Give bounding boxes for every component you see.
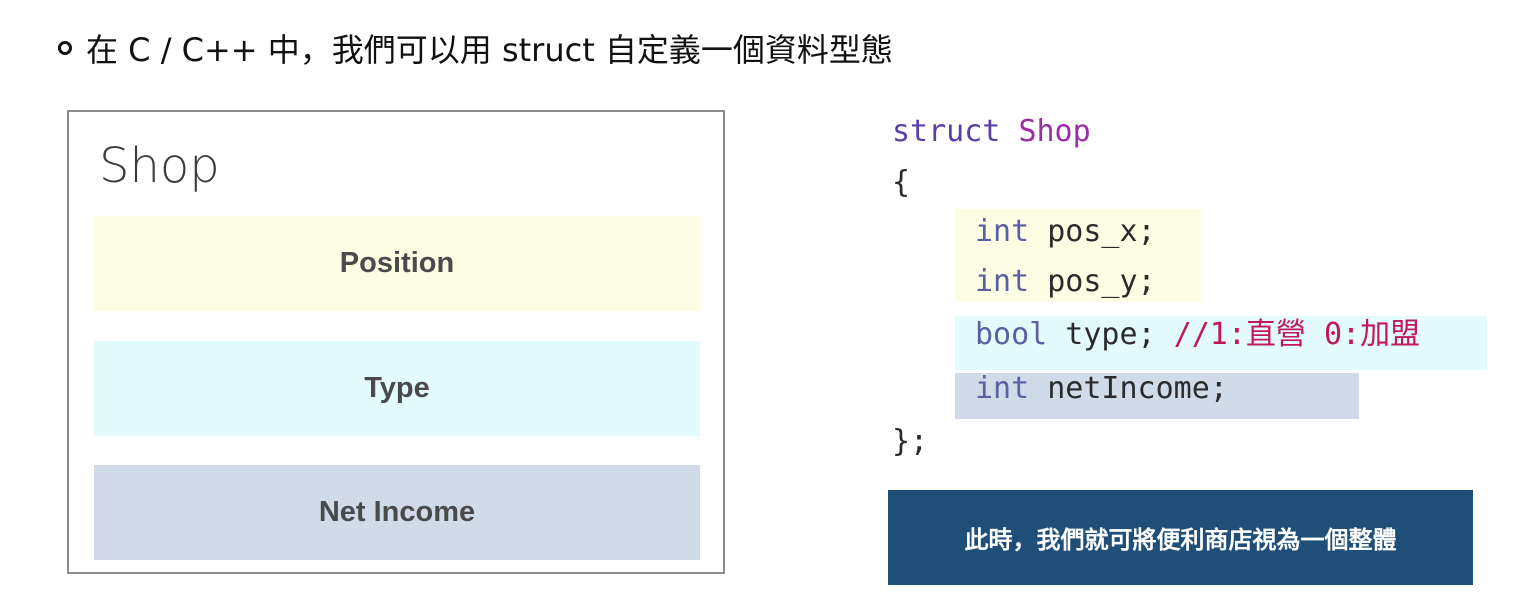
summary-callout: 此時，我們就可將便利商店視為一個整體 — [888, 490, 1473, 585]
code-block: struct Shop { int pos_x; int pos_y; bool… — [892, 110, 1420, 462]
type-bool: bool — [975, 317, 1048, 352]
field-position: Position — [94, 216, 700, 311]
ring-bullet-icon — [58, 41, 72, 55]
code-line-type: bool type; //1:直營 0:加盟 — [975, 313, 1420, 357]
code-line-net-income: int netIncome; — [975, 367, 1228, 411]
var-pos-x: pos_x; — [1029, 214, 1156, 249]
highlight-type-line — [955, 316, 1487, 370]
keyword-struct: struct — [892, 114, 1001, 149]
var-net-income: netIncome; — [1029, 371, 1228, 406]
struct-name: Shop — [1018, 114, 1091, 149]
diagram-title: Shop — [99, 138, 220, 194]
var-type: type; — [1047, 317, 1174, 352]
code-line-pos-y: int pos_y; — [975, 260, 1156, 304]
code-line-open-brace: { — [892, 165, 911, 200]
highlight-position-lines — [955, 209, 1201, 302]
code-line-close-brace: }; — [892, 424, 929, 459]
slide-heading: 在 C / C++ 中，我們可以用 struct 自定義一個資料型態 — [58, 24, 893, 72]
type-comment: //1:直營 0:加盟 — [1173, 317, 1421, 352]
field-type: Type — [94, 341, 700, 436]
struct-diagram: Shop Position Type Net Income — [67, 110, 725, 574]
code-line-struct: struct Shop — [892, 110, 1091, 154]
var-pos-y: pos_y; — [1029, 264, 1156, 299]
field-net-income: Net Income — [94, 465, 700, 560]
highlight-income-line — [955, 373, 1359, 419]
code-line-pos-x: int pos_x; — [975, 210, 1156, 254]
heading-text: 在 C / C++ 中，我們可以用 struct 自定義一個資料型態 — [86, 31, 893, 69]
type-int: int — [975, 214, 1030, 249]
type-int: int — [975, 264, 1030, 299]
type-int: int — [975, 371, 1030, 406]
